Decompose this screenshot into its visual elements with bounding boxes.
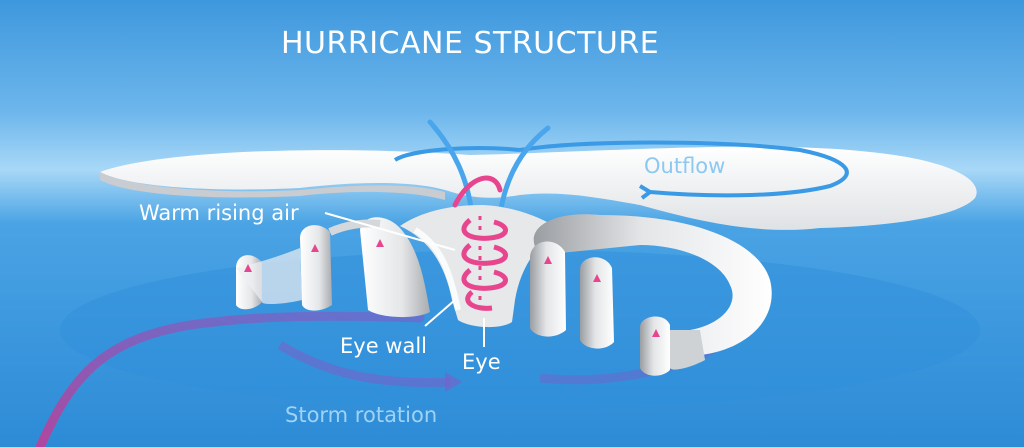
rising-air-arrow-left <box>427 119 475 218</box>
outflow-label: Outflow <box>644 154 726 178</box>
warm-air-leader-line <box>324 212 456 251</box>
storm-rotation-label: Storm rotation <box>285 403 438 427</box>
outflow-swirl-arrowhead <box>638 184 652 200</box>
eye-label: Eye <box>462 350 501 374</box>
rainbands-right <box>530 214 772 376</box>
outflow-cloud-edge <box>100 172 445 200</box>
outflow-cloud-disk <box>100 146 977 230</box>
outflow-swirl-line <box>519 140 849 198</box>
rainband-3 <box>360 217 430 318</box>
inflow-spiral-arrow <box>35 311 425 447</box>
warm-air-spiral <box>452 175 508 311</box>
rising-air-arrow-right <box>497 125 551 218</box>
storm-rotation-arrowhead-left <box>445 372 462 392</box>
diagram-title: HURRICANE STRUCTURE <box>281 26 660 61</box>
storm-rotation-arrow-left <box>277 341 451 387</box>
outflow-swirl-line-left <box>393 146 521 162</box>
updraft-arrows <box>244 239 660 365</box>
eye-wall-label: Eye wall <box>340 334 428 358</box>
rainband-outer-ring <box>533 214 772 355</box>
warm-rising-air-label: Warm rising air <box>139 201 299 225</box>
eye-wall-leader-line <box>424 299 456 327</box>
